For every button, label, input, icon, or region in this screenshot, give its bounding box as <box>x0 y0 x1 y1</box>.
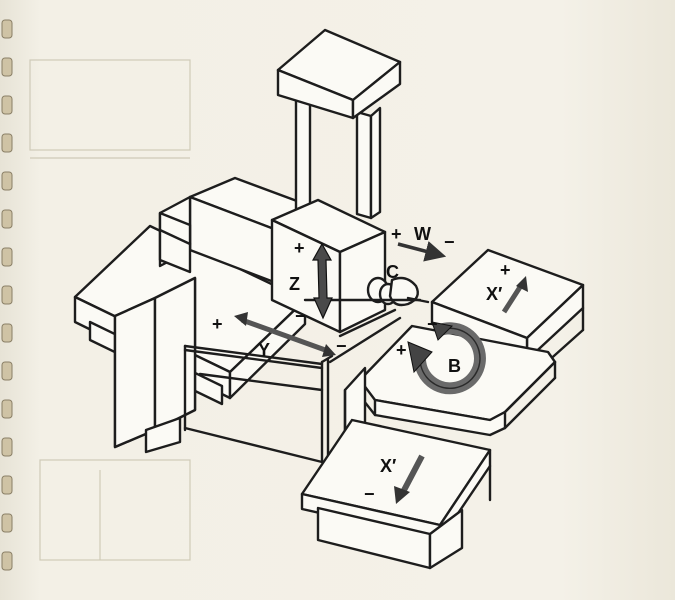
column <box>276 28 402 220</box>
x-prime-upper-arrow <box>501 276 528 314</box>
b-axis-label: B <box>448 356 461 376</box>
x-prime-lower-arrow <box>394 454 425 504</box>
z-axis-arrow <box>311 242 333 320</box>
y-axis-label: Y <box>258 340 270 360</box>
x-prime-lower-label: X′ <box>380 456 396 476</box>
c-axis-label: C <box>386 262 399 282</box>
lower-x-rail <box>300 418 492 570</box>
y-minus-sign: − <box>336 336 347 356</box>
z-axis-label: Z <box>289 274 300 294</box>
x-prime-upper-plus-sign: + <box>500 260 511 280</box>
w-axis-label: W <box>414 224 431 244</box>
y-plus-sign: + <box>212 314 223 334</box>
x-prime-upper-label: X′ <box>486 284 502 304</box>
b-plus-sign: + <box>396 340 407 360</box>
z-plus-sign: + <box>294 238 305 258</box>
rotary-table <box>343 324 557 472</box>
operator-cabinet <box>113 276 197 454</box>
b-rotation-arrow <box>407 321 486 395</box>
w-plus-sign: + <box>391 224 402 244</box>
x-prime-lower-minus-sign: − <box>364 484 375 504</box>
guard-rail <box>183 344 334 464</box>
spiral-binding <box>1 19 13 571</box>
b-minus-sign: − <box>427 314 438 334</box>
show-through-ghost <box>29 59 191 561</box>
y-axis-arrow <box>234 312 336 357</box>
w-axis-arrow <box>397 241 447 262</box>
w-minus-sign: − <box>444 232 455 252</box>
z-minus-sign: − <box>295 306 306 326</box>
